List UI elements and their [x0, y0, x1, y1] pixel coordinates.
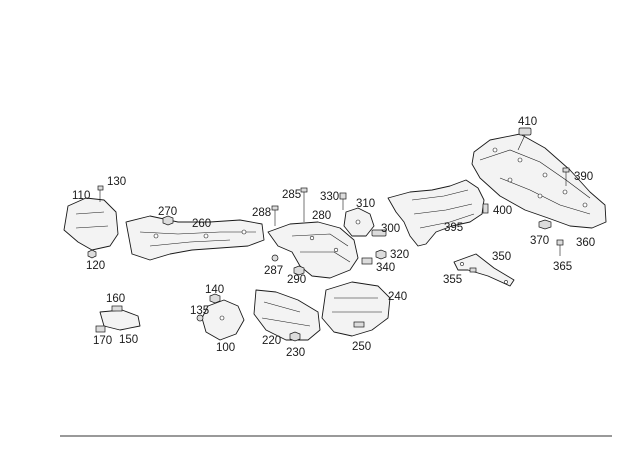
callout-140: 140 — [205, 284, 224, 296]
callout-287: 287 — [264, 265, 283, 277]
callout-365: 365 — [553, 261, 572, 273]
part-330-bolt[interactable] — [339, 192, 347, 210]
part-120-nut[interactable] — [87, 249, 97, 259]
callout-280: 280 — [312, 210, 331, 222]
callout-290: 290 — [287, 274, 306, 286]
callout-130: 130 — [107, 176, 126, 188]
part-355-clip[interactable] — [469, 267, 477, 273]
part-400-bolt[interactable] — [482, 203, 489, 214]
callout-350: 350 — [492, 251, 511, 263]
part-240-heat-shield[interactable] — [321, 281, 391, 337]
callout-100: 100 — [216, 342, 235, 354]
part-360-rear-heat-shield[interactable] — [471, 133, 607, 229]
part-280-heat-shield[interactable] — [267, 221, 359, 279]
callout-288: 288 — [252, 207, 271, 219]
part-135-washer[interactable] — [196, 314, 204, 322]
callout-390: 390 — [574, 171, 593, 183]
callout-320: 320 — [390, 249, 409, 261]
part-160-clip[interactable] — [111, 305, 123, 312]
callout-355: 355 — [443, 274, 462, 286]
callout-240: 240 — [388, 291, 407, 303]
part-260-heat-shield[interactable] — [125, 215, 265, 261]
callout-110: 110 — [72, 190, 90, 202]
part-390-bolt[interactable] — [562, 167, 570, 186]
callout-400: 400 — [493, 205, 512, 217]
callout-260: 260 — [192, 218, 211, 230]
part-230-nut[interactable] — [289, 331, 301, 342]
callout-395: 395 — [444, 222, 463, 234]
part-287-washer[interactable] — [271, 254, 279, 262]
part-288-bolt[interactable] — [271, 205, 279, 226]
callout-170: 170 — [93, 335, 112, 347]
part-290-nut[interactable] — [293, 265, 305, 276]
part-100-shield[interactable] — [201, 299, 245, 341]
part-220-heat-shield[interactable] — [253, 289, 321, 341]
callout-135: 135 — [190, 305, 209, 317]
part-285-bolt[interactable] — [300, 187, 308, 222]
part-250-clip[interactable] — [353, 321, 365, 328]
callout-120: 120 — [86, 260, 105, 272]
callout-410: 410 — [518, 116, 537, 128]
callout-300: 300 — [381, 223, 400, 235]
callout-250: 250 — [352, 341, 371, 353]
callout-230: 230 — [286, 347, 305, 359]
part-270-nut[interactable] — [162, 215, 174, 226]
part-300-sensor[interactable] — [371, 229, 387, 237]
part-150-bracket[interactable] — [99, 309, 141, 331]
part-340-clip[interactable] — [361, 257, 373, 265]
callout-285: 285 — [282, 189, 301, 201]
callout-270: 270 — [158, 206, 177, 218]
callout-360: 360 — [576, 237, 595, 249]
part-140-nut[interactable] — [209, 293, 221, 304]
part-365-bolt[interactable] — [556, 239, 564, 256]
callout-330: 330 — [320, 191, 339, 203]
part-395-heat-shield[interactable] — [387, 179, 485, 247]
part-170-clip[interactable] — [95, 325, 106, 333]
part-130-bolt[interactable] — [97, 185, 104, 202]
callout-160: 160 — [106, 293, 125, 305]
part-410-connector[interactable] — [517, 127, 532, 151]
callout-340: 340 — [376, 262, 395, 274]
part-350-bracket[interactable] — [453, 253, 515, 287]
callout-150: 150 — [119, 334, 138, 346]
part-310-bracket[interactable] — [343, 207, 375, 237]
part-320-nut[interactable] — [375, 249, 387, 260]
part-110-heat-shield[interactable] — [63, 197, 119, 251]
part-370-nut[interactable] — [538, 219, 552, 230]
callout-labels: 410 390 400 395 370 360 365 350 355 310 … — [72, 116, 595, 359]
callout-370: 370 — [530, 235, 549, 247]
callout-310: 310 — [356, 198, 375, 210]
callout-220: 220 — [262, 335, 281, 347]
